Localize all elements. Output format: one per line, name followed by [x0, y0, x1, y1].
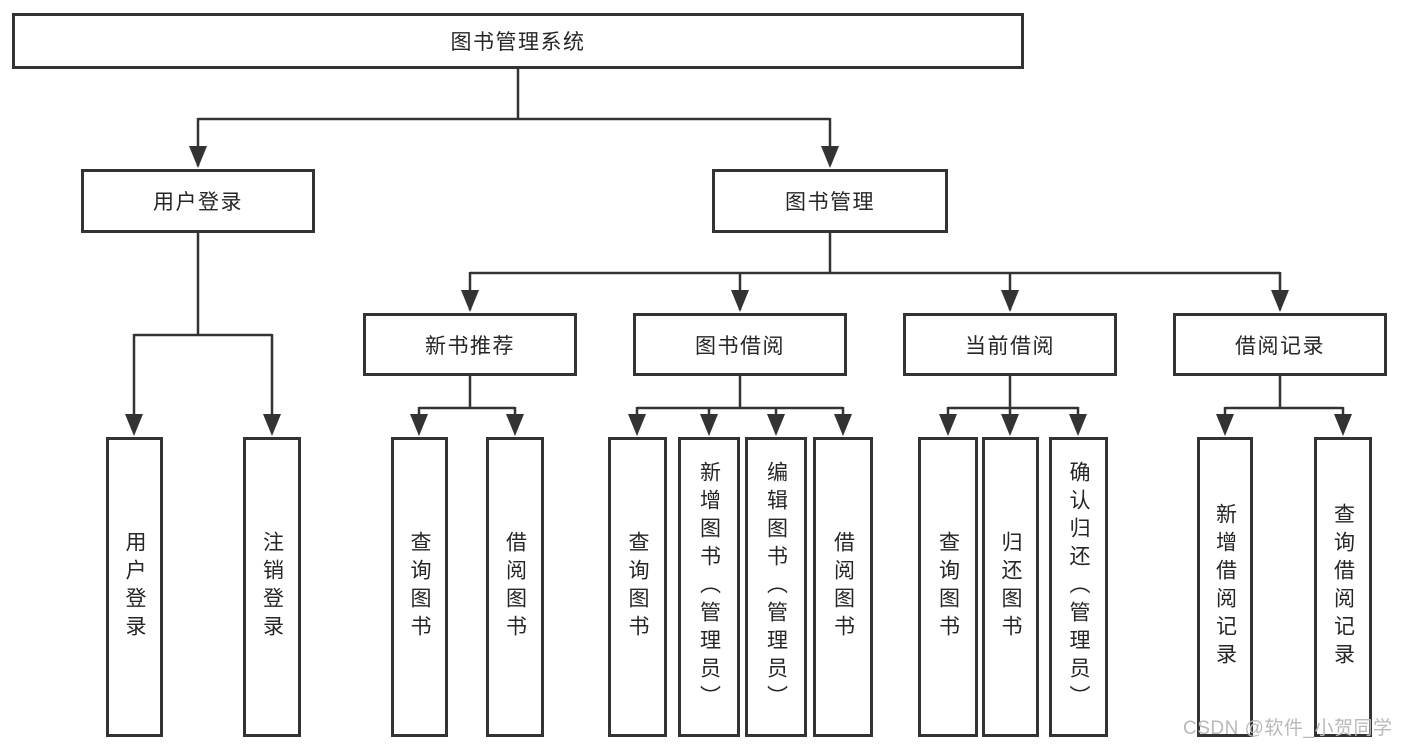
leaf-current-query-book: 查询图书 — [918, 437, 978, 737]
arrowhead-icon — [1216, 414, 1234, 436]
arrowhead-icon — [1334, 414, 1352, 436]
arrowhead-icon — [410, 414, 428, 436]
leaf-add-borrow-record: 新增借阅记录 — [1197, 437, 1253, 737]
node-label: 新增图书（管理员） — [697, 461, 721, 713]
arrowhead-icon — [1271, 290, 1289, 312]
arrowhead-icon — [263, 414, 281, 436]
arrowhead-icon — [461, 290, 479, 312]
edge-borrowrecord-to-leaves — [1223, 376, 1345, 433]
leaf-logout: 注销登录 — [243, 437, 301, 737]
arrowhead-icon — [767, 414, 785, 436]
leaf-newbook-borrow-book: 借阅图书 — [486, 437, 544, 737]
arrowhead-icon — [506, 414, 524, 436]
arrowhead-icon — [125, 414, 143, 436]
arrowhead-icon — [1001, 414, 1019, 436]
leaf-query-borrow-record: 查询借阅记录 — [1314, 437, 1372, 737]
edge-bookborrow-to-leaves — [635, 376, 845, 433]
leaf-return-book: 归还图书 — [982, 437, 1039, 737]
edge-userlogin-to-leaves — [132, 233, 274, 433]
node-label: 借阅图书 — [831, 531, 855, 643]
csdn-watermark: CSDN @软件_小贺同学 — [1183, 718, 1393, 739]
leaf-borrow-query-book: 查询图书 — [608, 437, 667, 737]
node-label: 查询借阅记录 — [1331, 503, 1355, 671]
node-label: 确认归还（管理员） — [1067, 461, 1090, 713]
node-user-login: 用户登录 — [81, 169, 315, 233]
node-label: 图书管理 — [785, 191, 875, 214]
node-current-borrow: 当前借阅 — [903, 313, 1117, 376]
node-label: 当前借阅 — [965, 334, 1055, 358]
node-label: 用户登录 — [153, 191, 243, 214]
leaf-confirm-return-admin: 确认归还（管理员） — [1049, 437, 1108, 737]
node-label: 归还图书 — [999, 531, 1022, 643]
node-label: 借阅记录 — [1235, 334, 1325, 358]
node-new-book-recommend: 新书推荐 — [363, 313, 577, 376]
leaf-add-book-admin: 新增图书（管理员） — [678, 437, 740, 737]
node-label: 用户登录 — [123, 531, 146, 643]
node-label: 图书管理系统 — [450, 31, 586, 54]
leaf-user-login: 用户登录 — [106, 437, 163, 737]
edge-bookmgmt-to-level3 — [468, 233, 1282, 310]
arrowhead-icon — [700, 414, 718, 436]
arrowhead-icon — [834, 414, 852, 436]
arrowhead-icon — [1069, 414, 1087, 436]
node-label: 查询图书 — [626, 531, 649, 643]
node-label: 查询图书 — [936, 531, 960, 643]
node-label: 新增借阅记录 — [1213, 503, 1237, 671]
arrowhead-icon — [821, 146, 839, 168]
arrowhead-icon — [189, 146, 207, 168]
node-root-library-system: 图书管理系统 — [12, 13, 1024, 69]
node-label: 借阅图书 — [503, 531, 527, 643]
node-label: 查询图书 — [408, 531, 431, 643]
node-label: 新书推荐 — [425, 334, 515, 358]
node-borrow-record: 借阅记录 — [1173, 313, 1387, 376]
leaf-borrow-book: 借阅图书 — [813, 437, 873, 737]
node-label: 注销登录 — [260, 531, 284, 643]
node-label: 图书借阅 — [695, 334, 785, 358]
arrowhead-icon — [731, 290, 749, 312]
arrowhead-icon — [939, 414, 957, 436]
edge-root-to-level2 — [196, 69, 832, 166]
arrowhead-icon — [628, 414, 646, 436]
leaf-edit-book-admin: 编辑图书（管理员） — [745, 437, 807, 737]
node-book-management: 图书管理 — [712, 169, 948, 233]
node-label: 编辑图书（管理员） — [764, 461, 788, 713]
leaf-newbook-query-book: 查询图书 — [391, 437, 448, 737]
arrowhead-icon — [1001, 290, 1019, 312]
node-book-borrow: 图书借阅 — [633, 313, 847, 376]
edge-newbook-to-leaves — [417, 376, 517, 433]
